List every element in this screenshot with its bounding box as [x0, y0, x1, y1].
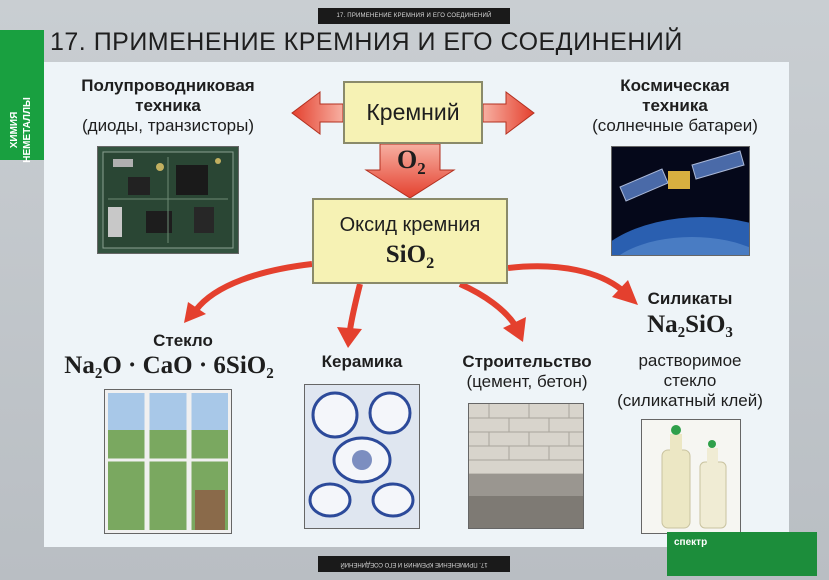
ceramics-title: Керамика [321, 352, 403, 371]
arrow-to-ceramics [347, 283, 363, 331]
oxide-name: Оксид кремния [339, 214, 481, 236]
arrow-head-silicates [612, 280, 638, 305]
arrow-to-silicates [507, 263, 624, 293]
arrow-left [291, 91, 344, 135]
arrow-down [364, 143, 456, 199]
ceramics-illustration [305, 385, 419, 528]
glass-title: Стекло [153, 331, 213, 350]
semiconductor-label: Полупроводниковая техника (диоды, транзи… [81, 76, 255, 135]
page-title: 17. ПРИМЕНЕНИЕ КРЕМНИЯ И ЕГО СОЕДИНЕНИЙ [50, 28, 683, 56]
silicon-box: Кремний [343, 81, 483, 144]
construction-label: Строительство (цемент, бетон) [462, 352, 592, 391]
arrow-right [482, 91, 535, 135]
arrow-head-construction [503, 317, 526, 342]
window-illustration [105, 390, 231, 533]
glue-bottles-image [641, 419, 741, 534]
publisher-logo: спектр [667, 532, 817, 576]
ceramics-image [304, 384, 420, 529]
arrow-head-glass [184, 302, 206, 323]
side-tab: ХИМИЯ НЕМЕТАЛЛЫ [0, 30, 44, 163]
brick-wall-illustration [469, 404, 583, 528]
glue-bottles-illustration [642, 420, 740, 533]
circuit-board-illustration [98, 147, 238, 253]
silicates-formula: Na₂SiO₃ [647, 311, 733, 338]
satellite-image [611, 146, 750, 256]
reagent-label: O2 [397, 145, 426, 179]
glass-formula: Na₂O · CaO · 6SiO₂ [64, 352, 274, 379]
silicates-label: растворимое стекло (силикатный клей) [617, 351, 763, 410]
oxide-box: Оксид кремния SiO2 [312, 198, 508, 284]
window-image [104, 389, 232, 534]
brick-wall-image [468, 403, 584, 529]
arrow-to-glass [193, 261, 313, 312]
space-label: Космическая техника (солнечные батареи) [592, 76, 758, 135]
silicates-title: Силикаты [647, 289, 733, 308]
logo-text: спектр [674, 537, 708, 548]
footer-strip: 17. ПРИМЕНЕНИЕ КРЕМНИЯ И ЕГО СОЕДИНЕНИЙ [318, 556, 510, 572]
oxide-formula: SiO2 [385, 241, 435, 272]
circuit-board-image [97, 146, 239, 254]
header-strip: 17. ПРИМЕНЕНИЕ КРЕМНИЯ И ЕГО СОЕДИНЕНИЙ [318, 8, 510, 24]
satellite-illustration [612, 147, 749, 255]
arrow-head-ceramics [337, 327, 362, 348]
arrow-to-construction [458, 281, 518, 327]
